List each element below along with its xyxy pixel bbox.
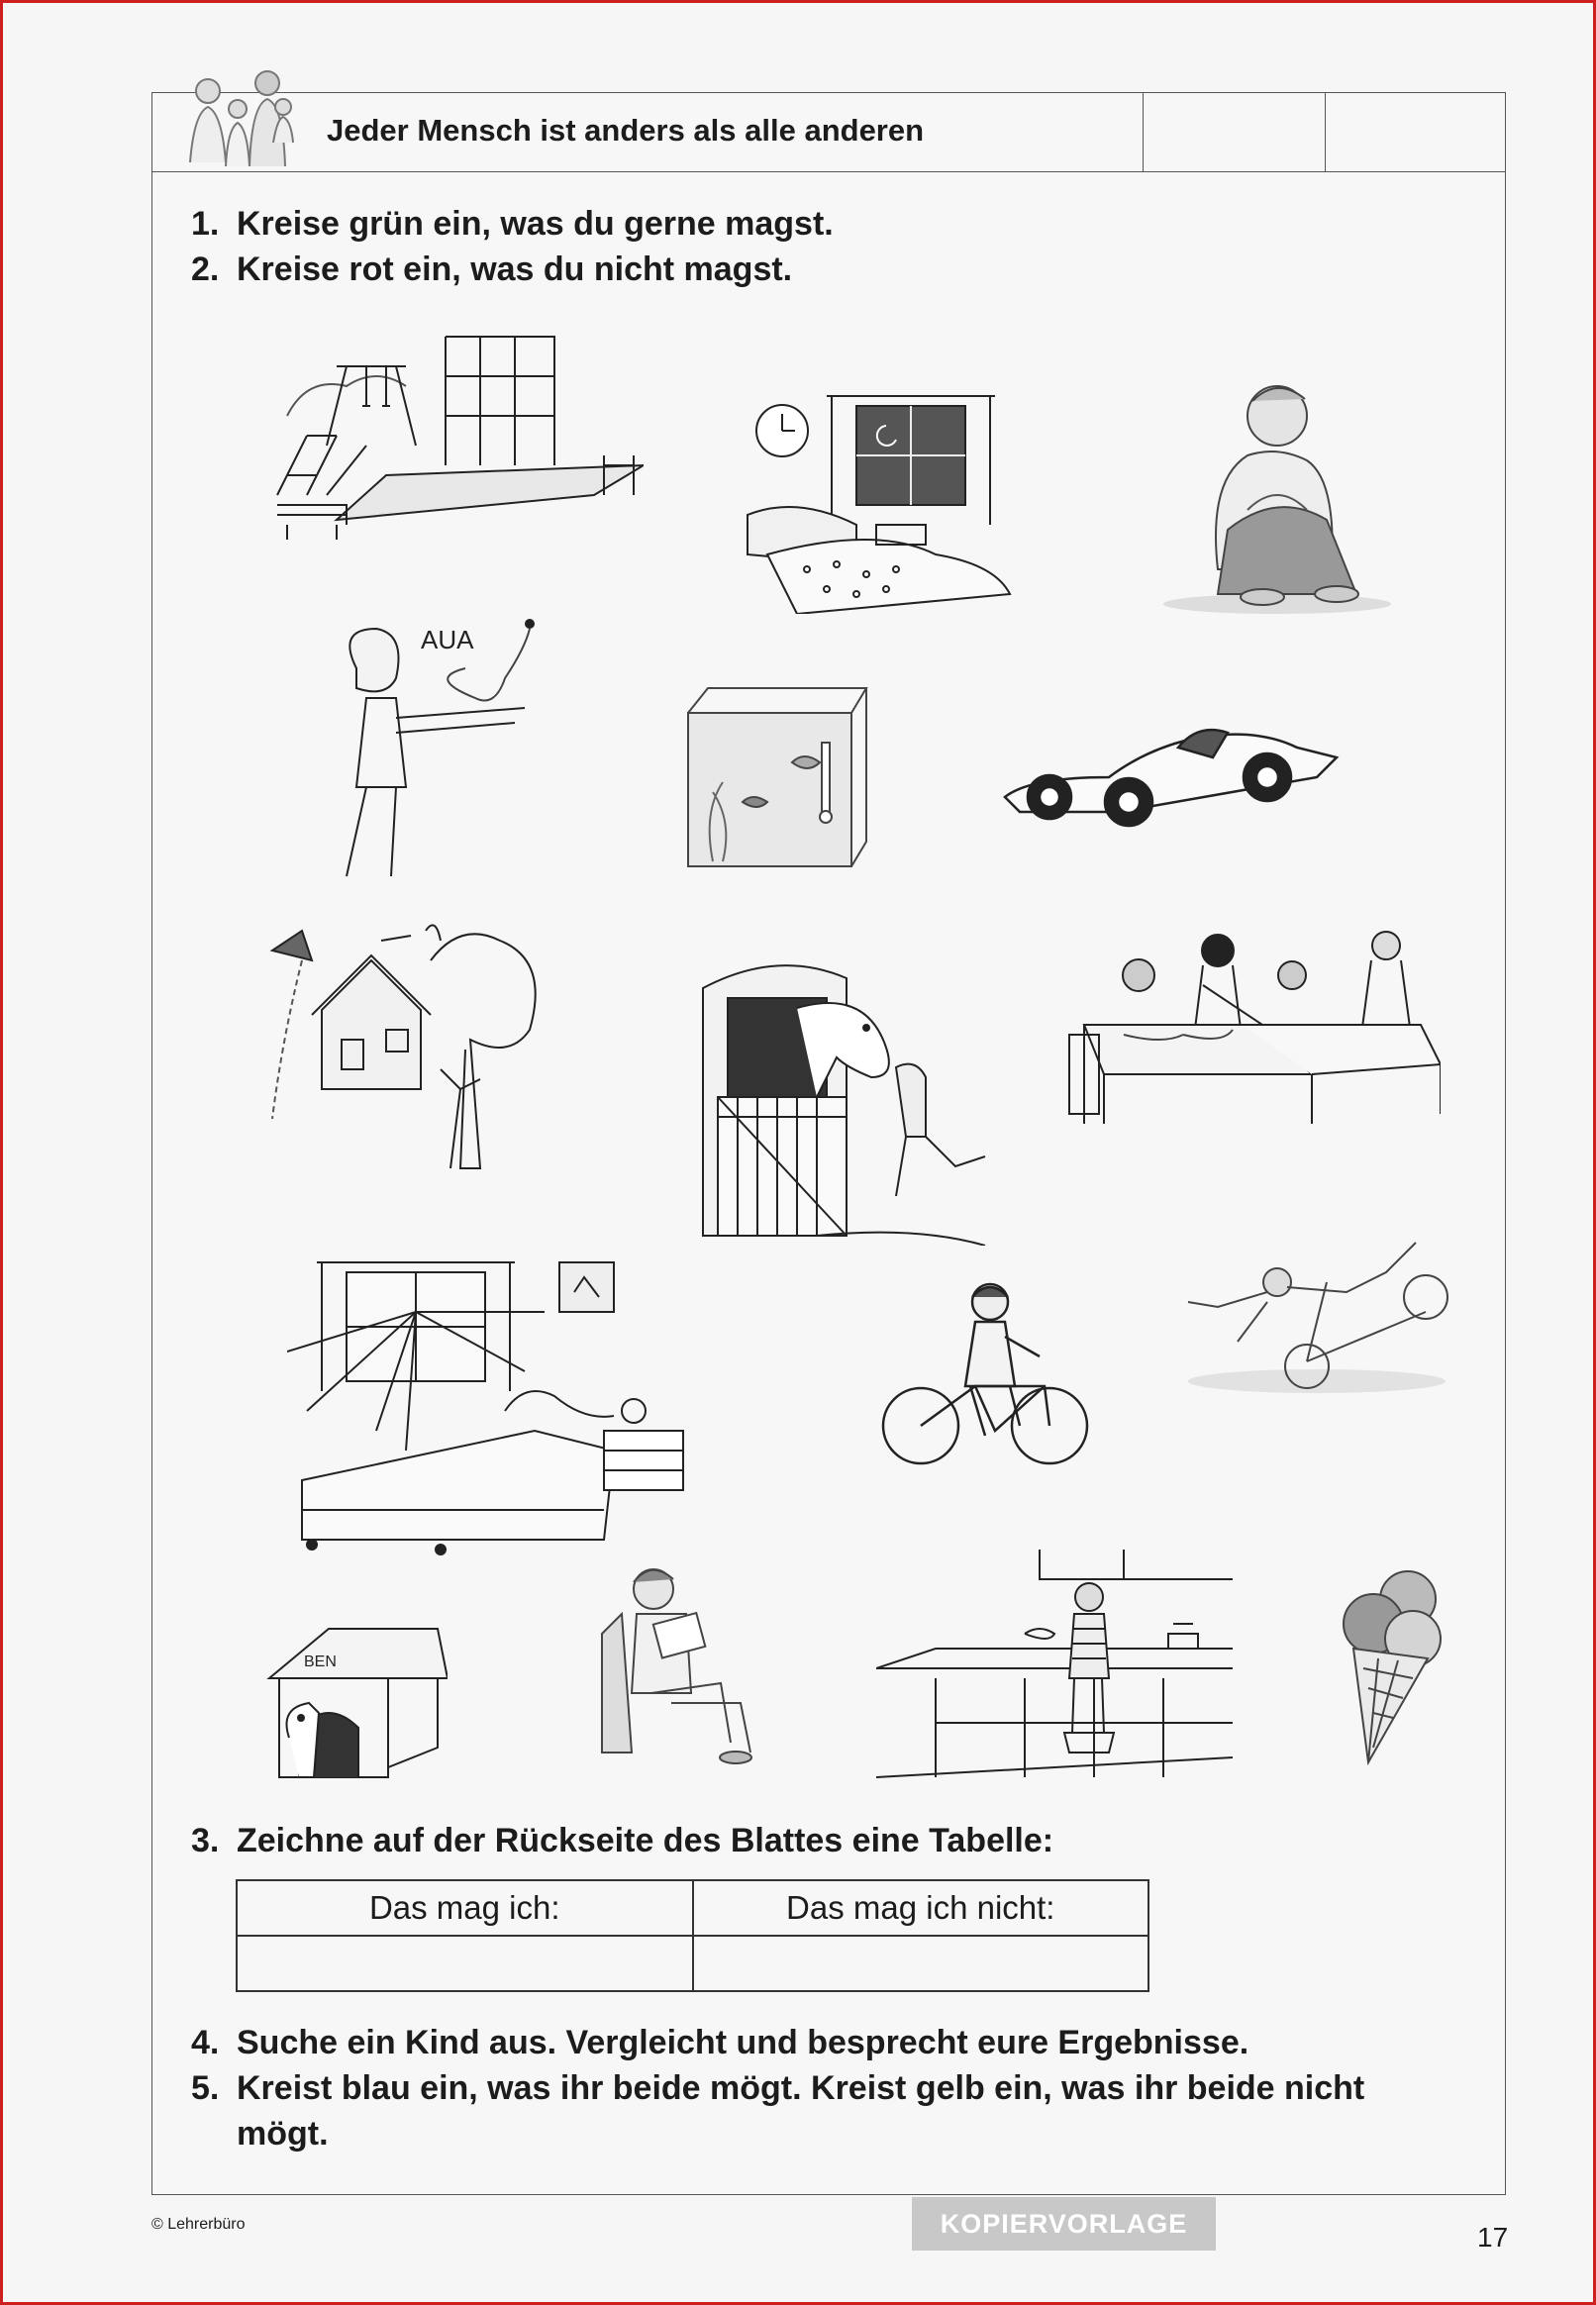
morning-bedroom-illustration xyxy=(287,1253,703,1559)
doghouse-label: BEN xyxy=(304,1654,337,1670)
task-number: 3. xyxy=(191,1822,220,1859)
sample-table: Das mag ich: Das mag ich nicht: xyxy=(236,1879,1149,1992)
family-icon xyxy=(180,63,303,170)
reading-boy-illustration xyxy=(592,1554,760,1772)
scooter-fall-illustration xyxy=(1178,1233,1465,1401)
sad-boy-illustration xyxy=(1158,371,1401,619)
task-text: Zeichne auf der Rückseite des Blattes ei… xyxy=(237,1822,1054,1859)
page-number: 17 xyxy=(1477,2222,1509,2253)
task-2: 2. Kreise rot ein, was du nicht magst. xyxy=(191,247,1379,292)
header-cell xyxy=(1325,93,1508,171)
race-car-illustration xyxy=(1000,718,1342,832)
task-5: 5. Kreist blau ein, was ihr beide mögt. … xyxy=(191,2065,1429,2156)
kitchen-boy-illustration xyxy=(876,1550,1233,1782)
task-number: 5. xyxy=(191,2069,220,2107)
doghouse-illustration: BEN xyxy=(259,1619,448,1792)
task-text: Suche ein Kind aus. Vergleicht und bespr… xyxy=(237,2024,1249,2061)
horse-stable-illustration xyxy=(698,958,995,1246)
table-header-likes: Das mag ich: xyxy=(236,1879,694,1937)
kite-house-illustration xyxy=(262,921,545,1178)
aquarium-illustration xyxy=(683,683,871,876)
worksheet-title: Jeder Mensch ist anders als alle anderen xyxy=(327,113,925,148)
aua-label: AUA xyxy=(421,625,474,654)
task-1: 1. Kreise grün ein, was du gerne magst. xyxy=(191,201,1379,247)
ice-cream-illustration xyxy=(1339,1569,1447,1767)
table-row xyxy=(236,1935,1149,1992)
task-number: 4. xyxy=(191,2024,220,2061)
task-number: 2. xyxy=(191,251,220,288)
task-3: 3. Zeichne auf der Rückseite des Blattes… xyxy=(191,1818,1379,1863)
copy-template-stamp: KOPIERVORLAGE xyxy=(912,2197,1216,2251)
task-text: Kreise grün ein, was du gerne magst. xyxy=(237,205,834,243)
table-header-dislikes: Das mag ich nicht: xyxy=(691,1879,1149,1937)
copyright-note: © Lehrerbüro xyxy=(151,2216,246,2233)
header-band: Jeder Mensch ist anders als alle anderen xyxy=(152,70,1508,172)
table-cell-empty xyxy=(691,1935,1149,1992)
table-cell-empty xyxy=(236,1935,694,1992)
task-4: 4. Suche ein Kind aus. Vergleicht und be… xyxy=(191,2020,1379,2065)
task-number: 1. xyxy=(191,205,220,243)
insect-bite-girl-illustration: AUA xyxy=(327,609,545,881)
table-header-row: Das mag ich: Das mag ich nicht: xyxy=(236,1879,1149,1937)
task-text: Kreist blau ein, was ihr beide mögt. Kre… xyxy=(237,2069,1365,2153)
bedroom-night-illustration xyxy=(738,386,1015,614)
bicycle-boy-illustration xyxy=(876,1277,1094,1470)
task-text: Kreise rot ein, was du nicht magst. xyxy=(237,251,793,288)
hospital-beds-illustration xyxy=(1064,926,1441,1134)
header-cell xyxy=(1143,93,1326,171)
playground-illustration xyxy=(267,327,644,559)
